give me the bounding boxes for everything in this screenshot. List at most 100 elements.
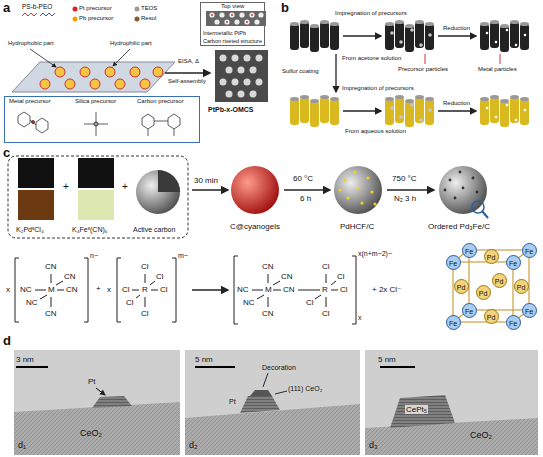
figure-label: d₁ [18, 440, 26, 450]
formula-text: x(n+m−2)− [358, 250, 392, 258]
formula-text: Cl [322, 309, 330, 318]
formula-text: CN [45, 309, 57, 318]
figure-label: CePt₅ [405, 405, 428, 414]
figure-label: Decoration [262, 364, 296, 372]
figure-label: Impregnation of precursors [335, 10, 407, 17]
atom-label: Pd [514, 279, 529, 294]
figure-label: Impregnation of precursors [342, 85, 414, 92]
panel-letter: d [3, 334, 11, 349]
atom-label: Fe [462, 303, 477, 318]
figure-label: d₂ [189, 440, 198, 450]
formula-text: R [142, 285, 148, 294]
figure-label: Pt [88, 377, 96, 386]
figure-label: 750 °C [392, 174, 417, 183]
formula-text: NC [237, 285, 249, 294]
formula-text: NC [26, 298, 38, 307]
formula-text: Cl [141, 262, 149, 271]
atom-label: Fe [446, 315, 461, 330]
panel-letter: b [281, 1, 289, 16]
figure-label: + [63, 181, 69, 193]
panel-letter: c [3, 146, 10, 161]
formula-text: n− [90, 252, 98, 260]
formula-text: m− [178, 252, 188, 260]
figure-label: Pb precursor [79, 15, 113, 22]
atom-label: Fe [446, 255, 461, 270]
box-text: Intermetallic PtPb [203, 30, 246, 36]
atom-label: Fe [522, 303, 537, 318]
figure-label: Hydrophilic part [110, 40, 152, 47]
figure-label: PS-b-PEO [22, 3, 52, 10]
formula-text: Cl [156, 272, 164, 281]
formula-text: Cl [340, 285, 348, 294]
formula-text: CN [262, 262, 274, 271]
formula-text: M [48, 285, 55, 294]
formula-text: x [6, 285, 10, 294]
formula-text: CN [281, 272, 293, 281]
figure-label: Ordered Pd₃Fe/C [428, 222, 490, 231]
figure-label: d₃ [369, 440, 378, 450]
formula-text: CN [262, 309, 274, 318]
formula-text: CN [64, 272, 76, 281]
figure-label: + [122, 181, 128, 193]
figure-label: N₂ 3 h [394, 194, 416, 203]
atom-label: Fe [506, 315, 521, 330]
figure-label: Reduction [443, 25, 470, 32]
formula-text: Cl [160, 285, 168, 294]
formula-text: M [265, 285, 272, 294]
formula-text: + [96, 284, 101, 293]
formula-text: Cl [322, 262, 330, 271]
atom-label: Pd [484, 249, 499, 264]
figure-label: K₂PdᴵᴵCl₄ [16, 226, 44, 234]
figure-label: From aqueous solution [345, 128, 406, 135]
formula-text: CN [66, 285, 78, 294]
atom-label: Fe [522, 243, 537, 258]
figure-label: Hydrophobic part [8, 40, 54, 47]
figure-label: Precursor particles [398, 66, 448, 73]
figure-label: PtPb-x-OMCS [208, 106, 254, 114]
box-text: Carbon precursor [137, 98, 184, 105]
box-text: Metal precursor [9, 98, 51, 105]
figure-label: Metal particles [478, 66, 517, 73]
figure-label: C@cyanogels [230, 222, 280, 231]
figure-label: CeO₂ [470, 430, 492, 440]
formula-text: NC [20, 285, 32, 294]
formula-text: CN [45, 262, 57, 271]
box-text: Silica precursor [75, 98, 116, 105]
legend-box: Metal precursor Silica precursor Carbon pr… [4, 96, 200, 143]
formula-text: CN [283, 285, 295, 294]
figure-label: From acetone solution [342, 55, 401, 62]
scale-label: 5 nm [378, 355, 396, 364]
formula-text: + 2x Cl⁻ [372, 285, 401, 294]
figure-label: Pt precursor [79, 5, 112, 12]
atom-label: Fe [506, 255, 521, 270]
figure-label: EISA, Δ [178, 58, 199, 65]
panel-a-art [12, 7, 268, 137]
figure-label: K₄Feᴵᴵ(CN)₆ [72, 226, 108, 234]
scale-label: 3 nm [16, 355, 34, 364]
figure-label: Self-assembly [168, 78, 206, 85]
figure-label: Reduction [443, 100, 470, 107]
formula-text: Cl [141, 309, 149, 318]
inset-box: Top viewIntermetallic PtPbCarbon riveted… [200, 2, 265, 46]
box-text: Carbon riveted structure [203, 38, 262, 44]
panel-b-art [290, 20, 529, 127]
figure-label: TEOS [141, 5, 157, 12]
atom-label: Pd [454, 279, 469, 294]
atom-label: Pd [492, 273, 507, 288]
atom-label: Pd [484, 309, 499, 324]
formula-text: x [358, 314, 362, 322]
formula-text: x [107, 285, 111, 294]
figure-label: 60 °C [293, 174, 313, 183]
figure-label: PdHCF/C [340, 222, 374, 231]
figure-label: CeO₂ [80, 428, 102, 438]
panel-letter: a [3, 1, 10, 16]
figure-label: Pt [229, 398, 236, 406]
formula-text: Cl [337, 272, 345, 281]
box-text: Top view [221, 3, 244, 10]
atom-label: Pd [476, 285, 491, 300]
atom-label: Fe [462, 243, 477, 258]
figure-label: Sulfur coating [282, 68, 319, 75]
formula-text: Cl [122, 285, 130, 294]
scale-label: 5 nm [195, 355, 213, 364]
